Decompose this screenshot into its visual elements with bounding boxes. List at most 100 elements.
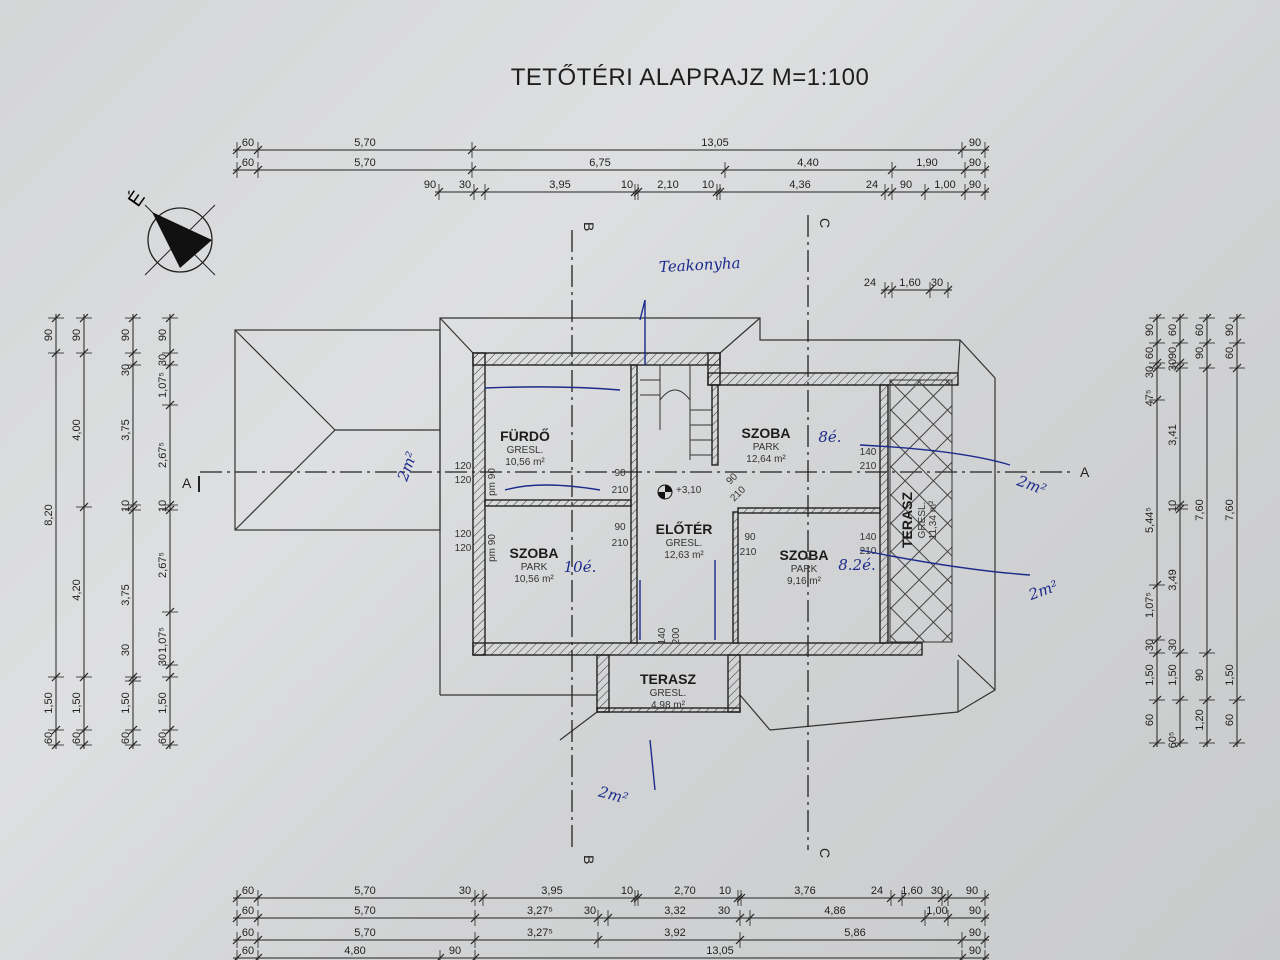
room-area: 9,16 m² [787, 576, 822, 587]
dimension-label: 90 [966, 885, 978, 897]
pen-stroke [504, 484, 601, 491]
dimension-label: 4,00 [71, 419, 83, 440]
dimension-label: 1,07⁵ [157, 627, 169, 653]
opening-dimension: pm 90 [487, 468, 498, 496]
opening-dimension: 140 [860, 447, 877, 458]
dimension-label: 7,60 [1224, 499, 1236, 520]
dimension-label: 1,50 [71, 692, 83, 713]
room-floor: GRESL. [917, 502, 928, 539]
handwritten-note: 10é. [564, 558, 597, 576]
dimension-label: 60 [157, 732, 169, 744]
dimension-label: 90 [43, 329, 55, 341]
axis-label-b-top: B [581, 222, 597, 231]
dimension-label: 24 [866, 179, 878, 191]
dimension-label: 60 [1144, 714, 1156, 726]
north-arrow-icon: É [123, 187, 216, 276]
opening-dimension: 120 [455, 529, 472, 540]
dimension-label: 30 [120, 364, 132, 376]
room-floor: GRESL. [650, 688, 687, 699]
axis-label-a-left: A [182, 475, 192, 491]
handwritten-note: Teakonyha [659, 254, 741, 276]
dimension-label: 30 [584, 905, 596, 917]
dimension-label: 13,05 [706, 945, 734, 957]
room-area: 12,64 m² [746, 454, 786, 465]
dimension-label: 13,05 [701, 137, 729, 149]
dimension-label: 90 [969, 927, 981, 939]
dimension-label: 1,50 [157, 692, 169, 713]
dimension-label: 60 [242, 927, 254, 939]
dimension-label: 4,80 [344, 945, 365, 957]
north-label: É [123, 187, 149, 211]
dimension-label: 90 [1194, 347, 1206, 359]
dimension-label: 4,40 [797, 157, 818, 169]
dimension-label: 90 [1194, 669, 1206, 681]
opening-dimension: 90 [724, 471, 740, 487]
dimension-label: 5,70 [354, 157, 375, 169]
opening-dimension: 210 [860, 461, 877, 472]
handwritten-note: 2m² [1014, 471, 1049, 498]
dimension-label: 30 [1144, 639, 1156, 651]
dimension-label: 3,27⁵ [527, 927, 553, 939]
dimension-label: 4,36 [789, 179, 810, 191]
dimension-label: 30 [459, 885, 471, 897]
dimension-label: 5,70 [354, 885, 375, 897]
pen-stroke [639, 560, 716, 791]
room-name: SZOBA [780, 547, 829, 563]
dimension-label: 1,00 [934, 179, 955, 191]
axis-label-a-right: A [1080, 464, 1090, 480]
dimension-label: 5,44⁵ [1144, 507, 1156, 533]
opening-dimension: 120 [455, 543, 472, 554]
pen-arrow [639, 299, 646, 365]
dimension-label: 5,86 [844, 927, 865, 939]
dimension-label: 60 [1144, 347, 1156, 359]
handwritten-note: 2m² [596, 782, 630, 807]
dimension-label: 90 [900, 179, 912, 191]
opening-dimension: 210 [740, 547, 757, 558]
dimension-label: 3,95 [549, 179, 570, 191]
room-floor: GRESL. [507, 445, 544, 456]
dimension-label: 1,20 [1194, 709, 1206, 730]
dimension-label: 1,00 [926, 905, 947, 917]
dimension-label: 10 [621, 179, 633, 191]
dimension-label: 60 [71, 732, 83, 744]
dimension-label: 90 [969, 157, 981, 169]
dimension-label: 10 [702, 179, 714, 191]
dimension-label: 10 [1167, 500, 1179, 512]
handwritten-note: 2m² [1025, 577, 1060, 604]
dimension-label: 1,50 [120, 692, 132, 713]
room-name: ELŐTÉR [656, 520, 713, 537]
dimension-label: 1,90 [916, 157, 937, 169]
dimension-label: 60 [1194, 324, 1206, 336]
dimension-label: 24 [871, 885, 883, 897]
dimension-label: 2,67⁵ [157, 442, 169, 468]
room-area: 12,63 m² [664, 550, 704, 561]
dimension-label: 3,49 [1167, 569, 1179, 590]
dimension-label: 90 [424, 179, 436, 191]
dimension-label: 30 [931, 277, 943, 289]
dimension-label: 47⁵ [1144, 390, 1156, 407]
dimension-label: 60 [242, 945, 254, 957]
dimension-label: 3,75 [120, 584, 132, 605]
dimension-label: 30 [1144, 366, 1156, 378]
dimension-label: 2,67⁵ [157, 552, 169, 578]
dimension-label: 3,32 [664, 905, 685, 917]
dimension-label: 90 [1167, 347, 1179, 359]
room-name: TERASZ [899, 492, 915, 548]
dimension-label: 60 [43, 732, 55, 744]
room-floor: GRESL. [666, 538, 703, 549]
opening-dimension: 90 [614, 522, 626, 533]
dimension-label: 3,27⁵ [527, 905, 553, 917]
opening-dimension: 140 [657, 627, 668, 644]
dimension-label: 90 [1144, 324, 1156, 336]
room-name: SZOBA [742, 425, 791, 441]
